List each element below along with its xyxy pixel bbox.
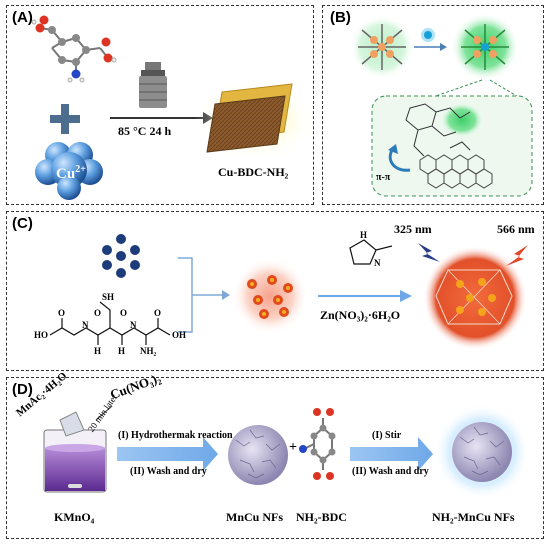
excitation-label: 325 nm <box>394 222 432 236</box>
glutathione-molecule <box>49 301 171 345</box>
mncu-nanoflower <box>228 425 288 485</box>
kmno4-label: KMnO₄ <box>54 510 95 524</box>
nh2-bdc-molecule <box>299 408 336 480</box>
delay-arrow <box>95 405 113 421</box>
panel-a <box>6 5 314 205</box>
copper-ion-cluster <box>35 142 103 200</box>
graphene-sheet <box>419 154 493 189</box>
atom-o4: O <box>120 308 128 318</box>
zinc-reagent-label: Zn(NO₃)₂·6H₂O <box>320 308 401 322</box>
atom-imidazole-h: H <box>360 230 368 240</box>
atom-oh: OH <box>172 330 187 340</box>
beaker-icon <box>43 411 107 493</box>
cu-bdc-nh2-sheets <box>195 78 315 162</box>
panel-c-label: (C) <box>12 215 33 232</box>
nh2-mncu-nanoflower <box>434 404 530 500</box>
analyte-dot <box>421 28 435 42</box>
mncu-label: MnCu NFs <box>226 510 284 524</box>
step1a-label: (I) Hydrothermak reaction <box>118 430 233 441</box>
arrow-d1 <box>117 437 218 471</box>
cu-ion-label: Cu2+ <box>56 164 86 182</box>
pi-pi-label: π-π <box>376 172 391 183</box>
atom-h2: H <box>118 346 126 356</box>
panel-d-label: (D) <box>12 381 33 398</box>
emission-lightning-icon <box>506 245 528 266</box>
product-label-a: Cu-BDC-NH₂ <box>218 165 289 179</box>
zoom-inset <box>371 95 533 197</box>
metal-ion-dots <box>102 234 140 278</box>
excitation-lightning-icon <box>418 243 440 262</box>
plus-sign <box>50 104 80 134</box>
condition-label: 85 °C 24 h <box>118 124 172 138</box>
arrow-d2 <box>350 437 433 471</box>
panel-b <box>322 5 544 205</box>
arrow-c2 <box>318 290 412 302</box>
final-product-label: NH₂-MnCu NFs <box>432 510 515 524</box>
step1b-label: (II) Wash and dry <box>130 466 207 477</box>
atom-sh: SH <box>102 292 115 302</box>
atom-imidazole-n: N <box>374 258 381 268</box>
panel-d <box>6 377 544 539</box>
reaction-arrow-b <box>414 43 447 51</box>
arrow-c1 <box>192 290 230 300</box>
gsh-cluster <box>232 258 308 334</box>
panel-a-label: (A) <box>12 9 33 26</box>
atom-o1: O <box>58 308 66 318</box>
bracket-c <box>178 257 193 333</box>
mof-after <box>451 13 519 81</box>
panel-b-label: (B) <box>330 9 351 26</box>
imidazole-molecule <box>349 239 393 265</box>
emission-label: 566 nm <box>497 222 535 236</box>
zoom-lines <box>429 79 521 99</box>
aminoterephthalic-acid-molecule <box>31 15 117 83</box>
autoclave-icon <box>139 62 167 108</box>
atom-o3: O <box>154 308 162 318</box>
step2a-label: (I) Stir <box>372 430 402 441</box>
step2b-label: (II) Wash and dry <box>352 466 429 477</box>
mof-before <box>350 15 414 79</box>
nh2-bdc-label: NH₂-BDC <box>296 510 347 524</box>
atom-nh2: NH₂ <box>140 346 157 356</box>
plus-label: + <box>289 440 297 455</box>
atom-h1: H <box>94 346 102 356</box>
atom-n2: N <box>130 320 137 330</box>
atom-o2: O <box>94 308 102 318</box>
zif-product <box>423 246 527 350</box>
atom-ho: HO <box>34 330 49 340</box>
atom-n1: N <box>82 320 89 330</box>
panel-c <box>6 211 544 371</box>
